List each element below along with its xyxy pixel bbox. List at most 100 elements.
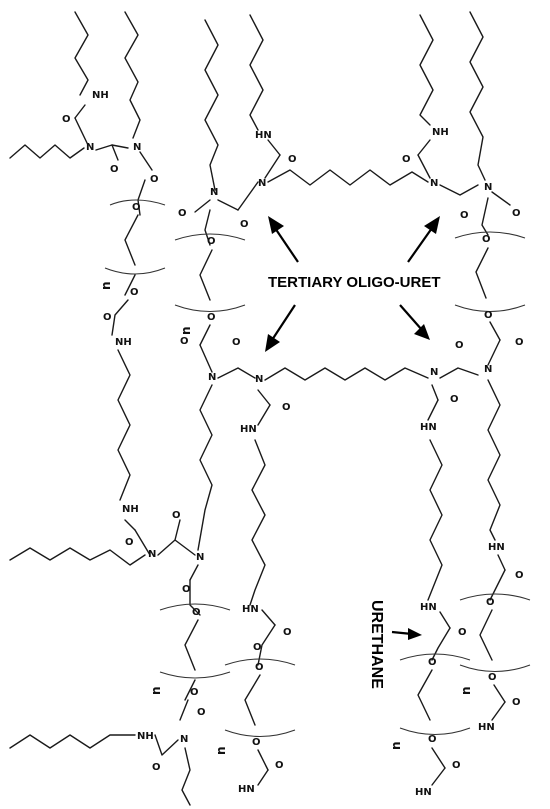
bond (184, 619, 199, 671)
bond (184, 679, 196, 701)
n-subscript: n (214, 746, 228, 755)
o-atom: O (452, 760, 461, 771)
n-atom: N (148, 549, 156, 560)
paren (159, 671, 231, 679)
bond (431, 747, 446, 769)
paren (399, 727, 471, 735)
arrow-down-left (265, 304, 296, 352)
o-atom: O (152, 762, 161, 773)
bond (189, 564, 199, 581)
octyl-chain-right-lower (427, 439, 443, 601)
bond (134, 529, 151, 556)
bond (199, 324, 211, 346)
bond (439, 184, 479, 196)
n-subscript: n (389, 741, 403, 750)
o-atom: O (455, 340, 464, 351)
butyl-chain (9, 144, 85, 159)
bond (194, 199, 211, 213)
bond (111, 144, 129, 149)
o-atom: O (207, 312, 216, 323)
n-atom: N (196, 552, 204, 563)
n-atom: N (180, 734, 188, 745)
n-atom: N (484, 182, 492, 193)
bond (154, 734, 179, 756)
o-atom: O (428, 734, 437, 745)
o-atom: O (178, 208, 187, 219)
bond (244, 674, 261, 726)
n-atom: N (208, 372, 216, 383)
bond (174, 539, 196, 556)
bond (74, 117, 89, 146)
bond (257, 404, 271, 426)
nh-atom: NH (115, 337, 132, 348)
bond (491, 191, 511, 206)
o-atom: O (172, 510, 181, 521)
o-atom: O (150, 174, 159, 185)
paren (109, 199, 166, 206)
bond (431, 384, 439, 401)
bond (199, 249, 213, 301)
bond (439, 611, 451, 629)
bond (417, 139, 431, 156)
hn-atom: HN (420, 602, 437, 613)
nh-atom: NH (432, 127, 449, 138)
bond (124, 519, 136, 531)
paren (224, 658, 296, 666)
bond (189, 579, 201, 616)
bond (479, 609, 493, 661)
n-atom: N (133, 142, 141, 153)
bond (157, 519, 181, 556)
paren (174, 233, 246, 241)
o-atom: O (283, 627, 292, 638)
hexyl-chain (9, 547, 146, 566)
bond (257, 389, 271, 406)
o-atom: O (197, 707, 206, 718)
bond (261, 609, 276, 626)
arrow-up-right (407, 216, 440, 263)
bond (111, 299, 129, 336)
bond (475, 247, 489, 299)
n-subscript: n (149, 686, 163, 695)
urethane-label: URETHANE (368, 600, 385, 689)
o-atom: O (253, 642, 262, 653)
paren (224, 729, 296, 737)
o-atom: O (252, 737, 261, 748)
bond (491, 701, 506, 721)
hexyl-chain (117, 349, 131, 501)
paren (174, 304, 246, 312)
o-atom: O (275, 760, 284, 771)
n-atom: N (484, 364, 492, 375)
o-atom: O (450, 394, 459, 405)
n-atom: N (430, 178, 438, 189)
o-atom: O (110, 164, 119, 175)
octyl-chain-mid (249, 439, 266, 606)
bond (489, 321, 501, 341)
o-atom: O (192, 607, 201, 618)
o-atom: O (125, 537, 134, 548)
bond (257, 749, 269, 771)
o-atom: O (282, 402, 291, 413)
bond (217, 199, 239, 211)
bond (427, 399, 439, 421)
bond (481, 197, 489, 236)
pentyl-chain (9, 734, 136, 749)
bond (124, 214, 139, 266)
bond (439, 367, 479, 379)
hn-atom: HN (240, 424, 257, 435)
o-atom: O (288, 154, 297, 165)
hexyl-chain-center (249, 14, 264, 131)
o-atom: O (515, 337, 524, 348)
hexamethylene-linker-mid (264, 367, 429, 381)
o-atom: O (512, 697, 521, 708)
o-atom: O (460, 210, 469, 221)
n-atom: N (210, 187, 218, 198)
hn-atom: HN (478, 722, 495, 733)
hn-atom: HN (420, 422, 437, 433)
bond (431, 627, 451, 661)
propyl-chain (181, 747, 191, 806)
alkyl-chain-top-left-1 (74, 11, 141, 139)
bond (179, 699, 189, 721)
o-atom: O (512, 208, 521, 219)
nh-atom: NH (92, 90, 109, 101)
